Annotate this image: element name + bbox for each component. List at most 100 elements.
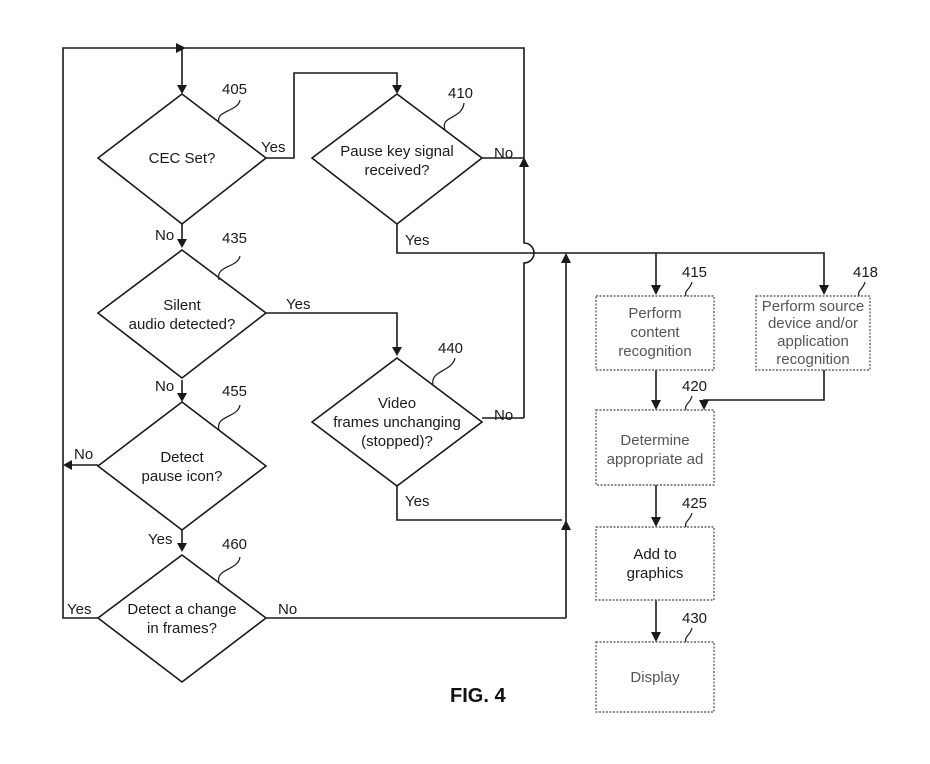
leader-420 [685,395,693,411]
arrow-up-merge-icon [561,520,571,530]
arrow-down-455-icon [177,393,187,402]
ref-430: 430 [682,610,707,627]
loop-back-line [62,47,525,619]
process-430-box [595,641,715,713]
decision-460: Detect a change in frames? 460 Yes No [67,536,297,684]
decision-460-shape [96,554,268,684]
arrow-down-410-icon [392,85,402,94]
arrow-up-410-no-icon [519,157,529,167]
leader-440 [432,357,456,386]
line-410-yes [396,224,825,292]
leader-418 [858,281,866,297]
process-425-text-2: graphics [627,565,684,582]
process-418-text-1: Perform source [762,298,865,315]
process-415-text-1: Perform [628,305,681,322]
decision-440-text-3: (stopped)? [361,433,433,450]
process-418-text-4: recognition [776,351,849,368]
arrow-up-bus-icon [561,253,571,263]
line-440-no-vertical [523,162,535,418]
decision-440-yes: Yes [405,493,429,510]
decision-405-shape [96,92,268,226]
decision-455: Detect pause icon? 455 No Yes [74,383,268,548]
process-415: Perform content recognition 415 [595,264,715,371]
line-440-yes [396,486,562,521]
process-418-text-2: device and/or [768,315,858,332]
process-420-text-1: Determine [620,432,689,449]
ref-418: 418 [853,264,878,281]
leader-425 [685,512,693,528]
arrow-down-405-icon [177,85,187,94]
process-425-box [595,526,715,601]
ref-405: 405 [222,81,247,98]
ref-435: 435 [222,230,247,247]
decision-440-text-2: frames unchanging [333,414,461,431]
decision-435-yes: Yes [286,296,310,313]
arrow-down-435-icon [177,239,187,248]
decision-460-no: No [278,601,297,618]
decision-435-no: No [155,378,174,395]
decision-455-yes: Yes [148,531,172,548]
process-420-box [595,409,715,486]
line-405-yes [266,72,398,159]
decision-405: CEC Set? 405 Yes No [96,81,285,244]
leader-405 [218,99,241,124]
ref-410: 410 [448,85,473,102]
arrow-down-425-icon [651,517,661,527]
arrow-down-415-icon [651,285,661,295]
decision-455-text-2: pause icon? [142,468,223,485]
process-418: Perform source device and/or application… [755,264,878,371]
process-430: Display 430 [595,610,715,713]
decision-460-text-2: in frames? [147,620,217,637]
leader-455 [218,404,241,431]
decision-440-no: No [494,407,513,424]
arrow-down-440-icon [392,347,402,356]
connectors [62,47,825,638]
process-418-text-3: application [777,333,849,350]
process-420-text-2: appropriate ad [607,451,704,468]
arrow-down-420-a-icon [651,400,661,410]
decision-410-yes: Yes [405,232,429,249]
line-418-420 [703,370,825,406]
decision-435: Silent audio detected? 435 Yes No [96,230,310,395]
arrowheads [63,43,829,642]
process-425: Add to graphics 425 [595,495,715,601]
decision-460-yes: Yes [67,601,91,618]
arrow-down-460-icon [177,543,187,552]
decision-410: Pause key signal received? 410 No Yes [310,85,513,249]
ref-460: 460 [222,536,247,553]
decision-410-no: No [494,145,513,162]
ref-415: 415 [682,264,707,281]
ref-440: 440 [438,340,463,357]
process-415-text-3: recognition [618,343,691,360]
arrow-down-420-b-icon [699,400,709,410]
decision-455-shape [96,400,268,532]
decision-405-text-1: CEC Set? [149,150,216,167]
figure-label: FIG. 4 [450,685,506,707]
decision-405-no: No [155,227,174,244]
decision-410-text-2: received? [364,162,429,179]
process-418-box [755,295,871,371]
leader-435 [218,255,241,281]
decision-405-yes: Yes [261,139,285,156]
decision-410-shape [310,92,484,226]
leader-410 [443,102,465,131]
line-435-yes [266,312,398,354]
decision-435-shape [96,249,268,380]
process-420: Determine appropriate ad 420 [595,378,715,486]
decision-440-shape [310,356,484,488]
leader-430 [685,627,693,643]
leader-460 [218,556,241,584]
process-425-text-1: Add to [633,546,676,563]
decision-440-text-1: Video [378,395,416,412]
arrow-left-455-no-icon [63,460,72,470]
decision-455-no: No [74,446,93,463]
leader-415 [685,281,693,297]
decision-410-text-1: Pause key signal [340,143,453,160]
process-415-box [595,295,715,371]
arrow-down-430-icon [651,632,661,642]
ref-420: 420 [682,378,707,395]
arrow-down-418-icon [819,285,829,295]
arrow-right-top-icon [176,43,186,53]
process-430-text-1: Display [630,669,680,686]
